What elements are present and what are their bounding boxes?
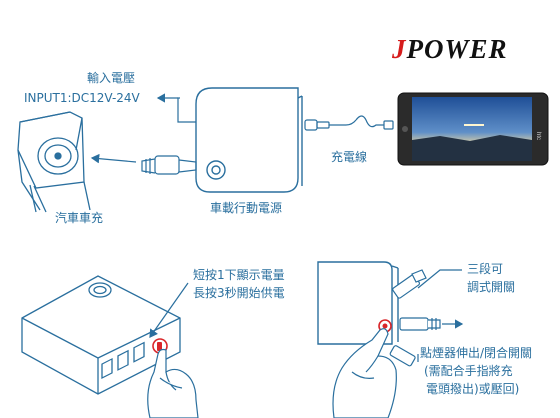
phone-illustration: htc	[397, 92, 549, 166]
input-voltage-title: 輸入電壓	[87, 71, 136, 85]
jpower-logo: JPOWER	[392, 34, 508, 65]
insert-arrow	[90, 153, 137, 164]
button-instruction-line1: 短按1下顯示電量	[193, 268, 285, 282]
hand-press-left	[147, 348, 199, 418]
car-charger-label: 汽車車充	[55, 211, 104, 225]
stage-switch-line1: 三段可	[467, 262, 504, 276]
button-instruction-line2: 長按3秒開始供電	[193, 286, 285, 300]
power-bank-label: 車載行動電源	[210, 201, 283, 215]
cable-label: 充電線	[331, 150, 368, 164]
input-voltage-value: INPUT1:DC12V-24V	[24, 91, 140, 105]
car-socket-illustration	[17, 111, 91, 213]
phone-brand: htc	[535, 132, 541, 140]
socket-switch-line3: 電頭撥出)或壓回)	[426, 382, 520, 396]
charging-cable	[304, 115, 394, 131]
stage-switch-line2: 調式開關	[467, 280, 516, 294]
power-bank-top	[195, 87, 303, 193]
socket-extended	[389, 269, 441, 367]
power-bank-side	[317, 261, 399, 345]
input-line	[177, 97, 196, 123]
socket-switch-line1: 點煙器伸出/閉合開關	[420, 346, 533, 360]
button-pointer	[149, 282, 189, 338]
socket-switch-line2: (需配合手指將充	[424, 364, 513, 378]
car-plug	[141, 155, 197, 175]
logo-j: J	[392, 34, 407, 64]
stage-pointer	[417, 269, 462, 289]
hand-press-right	[332, 328, 397, 418]
logo-power: POWER	[406, 34, 508, 64]
